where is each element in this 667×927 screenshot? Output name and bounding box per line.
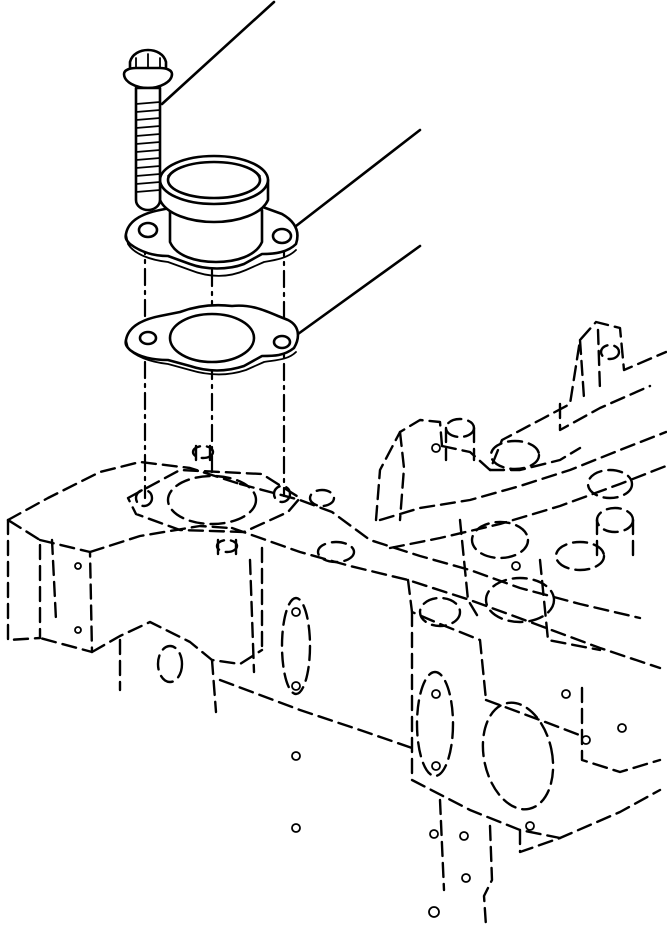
bolt-leader-line bbox=[160, 0, 276, 106]
connector-leader-line bbox=[294, 128, 422, 228]
bolt bbox=[122, 48, 174, 212]
gasket bbox=[124, 303, 300, 376]
cylinder-head bbox=[6, 320, 667, 927]
water-outlet-connector bbox=[124, 154, 299, 277]
head-mounting-face bbox=[126, 444, 302, 562]
gasket-leader-line bbox=[296, 244, 422, 336]
callout-leaders bbox=[160, 0, 422, 336]
